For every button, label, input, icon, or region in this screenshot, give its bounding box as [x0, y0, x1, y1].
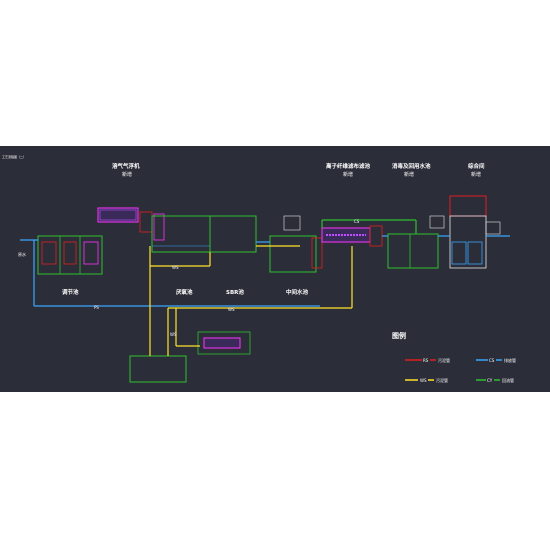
unit-note-disinfect: 新增 — [404, 171, 414, 178]
pipe-label-ws-vertical: WS — [170, 332, 177, 337]
legend-name-0: 污泥管 — [438, 357, 450, 363]
sludge-lines — [149, 245, 353, 356]
tank-label-sbr: SBR池 — [226, 288, 244, 296]
pipe-label-ws1: WS — [172, 265, 179, 270]
legend: 图例 RS 污泥管 CS 排放管 WS 污泥管 CY 回流管 — [392, 331, 516, 383]
intermediate-tank — [269, 215, 323, 273]
return-lines — [321, 219, 417, 234]
sbr-tank — [209, 215, 257, 253]
legend-code-0: RS — [423, 358, 429, 363]
ion-fiber-filter — [321, 225, 383, 247]
anoxic-tank — [151, 215, 211, 253]
unit-title-ion-filter: 离子纤维滤布滤池 — [326, 162, 371, 170]
legend-code-1: CS — [489, 358, 495, 363]
unit-note-flotation: 新增 — [122, 171, 132, 178]
legend-name-3: 回流管 — [502, 377, 514, 383]
inlet-label: 原水 — [18, 251, 26, 257]
regulating-tank — [37, 235, 103, 275]
drawing-header: 工艺流程图（二） — [2, 154, 26, 159]
legend-name-2: 污泥管 — [436, 377, 448, 383]
process-flow-diagram: 工艺流程图（二） 溶气气浮机 新增 离子纤维滤布滤池 新增 消毒及回用水池 新增… — [2, 154, 516, 383]
unit-titles: 溶气气浮机 新增 离子纤维滤布滤池 新增 消毒及回用水池 新增 综合间 新增 — [112, 162, 485, 178]
legend-title: 图例 — [392, 331, 406, 340]
tank-labels: 调节池 厌氧池 SBR池 中间水池 — [62, 288, 309, 296]
sludge-dewatering — [197, 331, 251, 355]
pipe-label-ps: PS — [94, 305, 99, 310]
pipe-label-ws2: WS — [228, 307, 235, 312]
unit-title-flotation: 溶气气浮机 — [112, 162, 140, 170]
tank-label-intermediate: 中间水池 — [286, 288, 309, 296]
unit-note-ion-filter: 新增 — [343, 171, 353, 178]
pipe-label-cs: CS — [354, 219, 360, 224]
disinfect-tank — [387, 215, 445, 269]
unit-title-disinfect: 消毒及回用水池 — [392, 162, 431, 170]
legend-code-2: WS — [420, 378, 427, 383]
cad-drawing-canvas: 工艺流程图（二） 溶气气浮机 新增 离子纤维滤布滤池 新增 消毒及回用水池 新增… — [0, 146, 550, 392]
legend-name-1: 排放管 — [504, 357, 516, 363]
comprehensive-room — [449, 195, 501, 269]
unit-title-comprehensive: 综合间 — [468, 162, 485, 170]
pipe-labels: WS WS PS CS WS — [94, 219, 360, 337]
flotation-machine — [97, 207, 165, 241]
legend-code-3: CY — [487, 378, 493, 383]
unit-note-comprehensive: 新增 — [471, 171, 481, 178]
tank-label-regulating: 调节池 — [62, 288, 79, 296]
water-lines — [20, 235, 510, 307]
tank-label-anoxic: 厌氧池 — [176, 288, 193, 296]
sludge-tank — [129, 355, 187, 383]
